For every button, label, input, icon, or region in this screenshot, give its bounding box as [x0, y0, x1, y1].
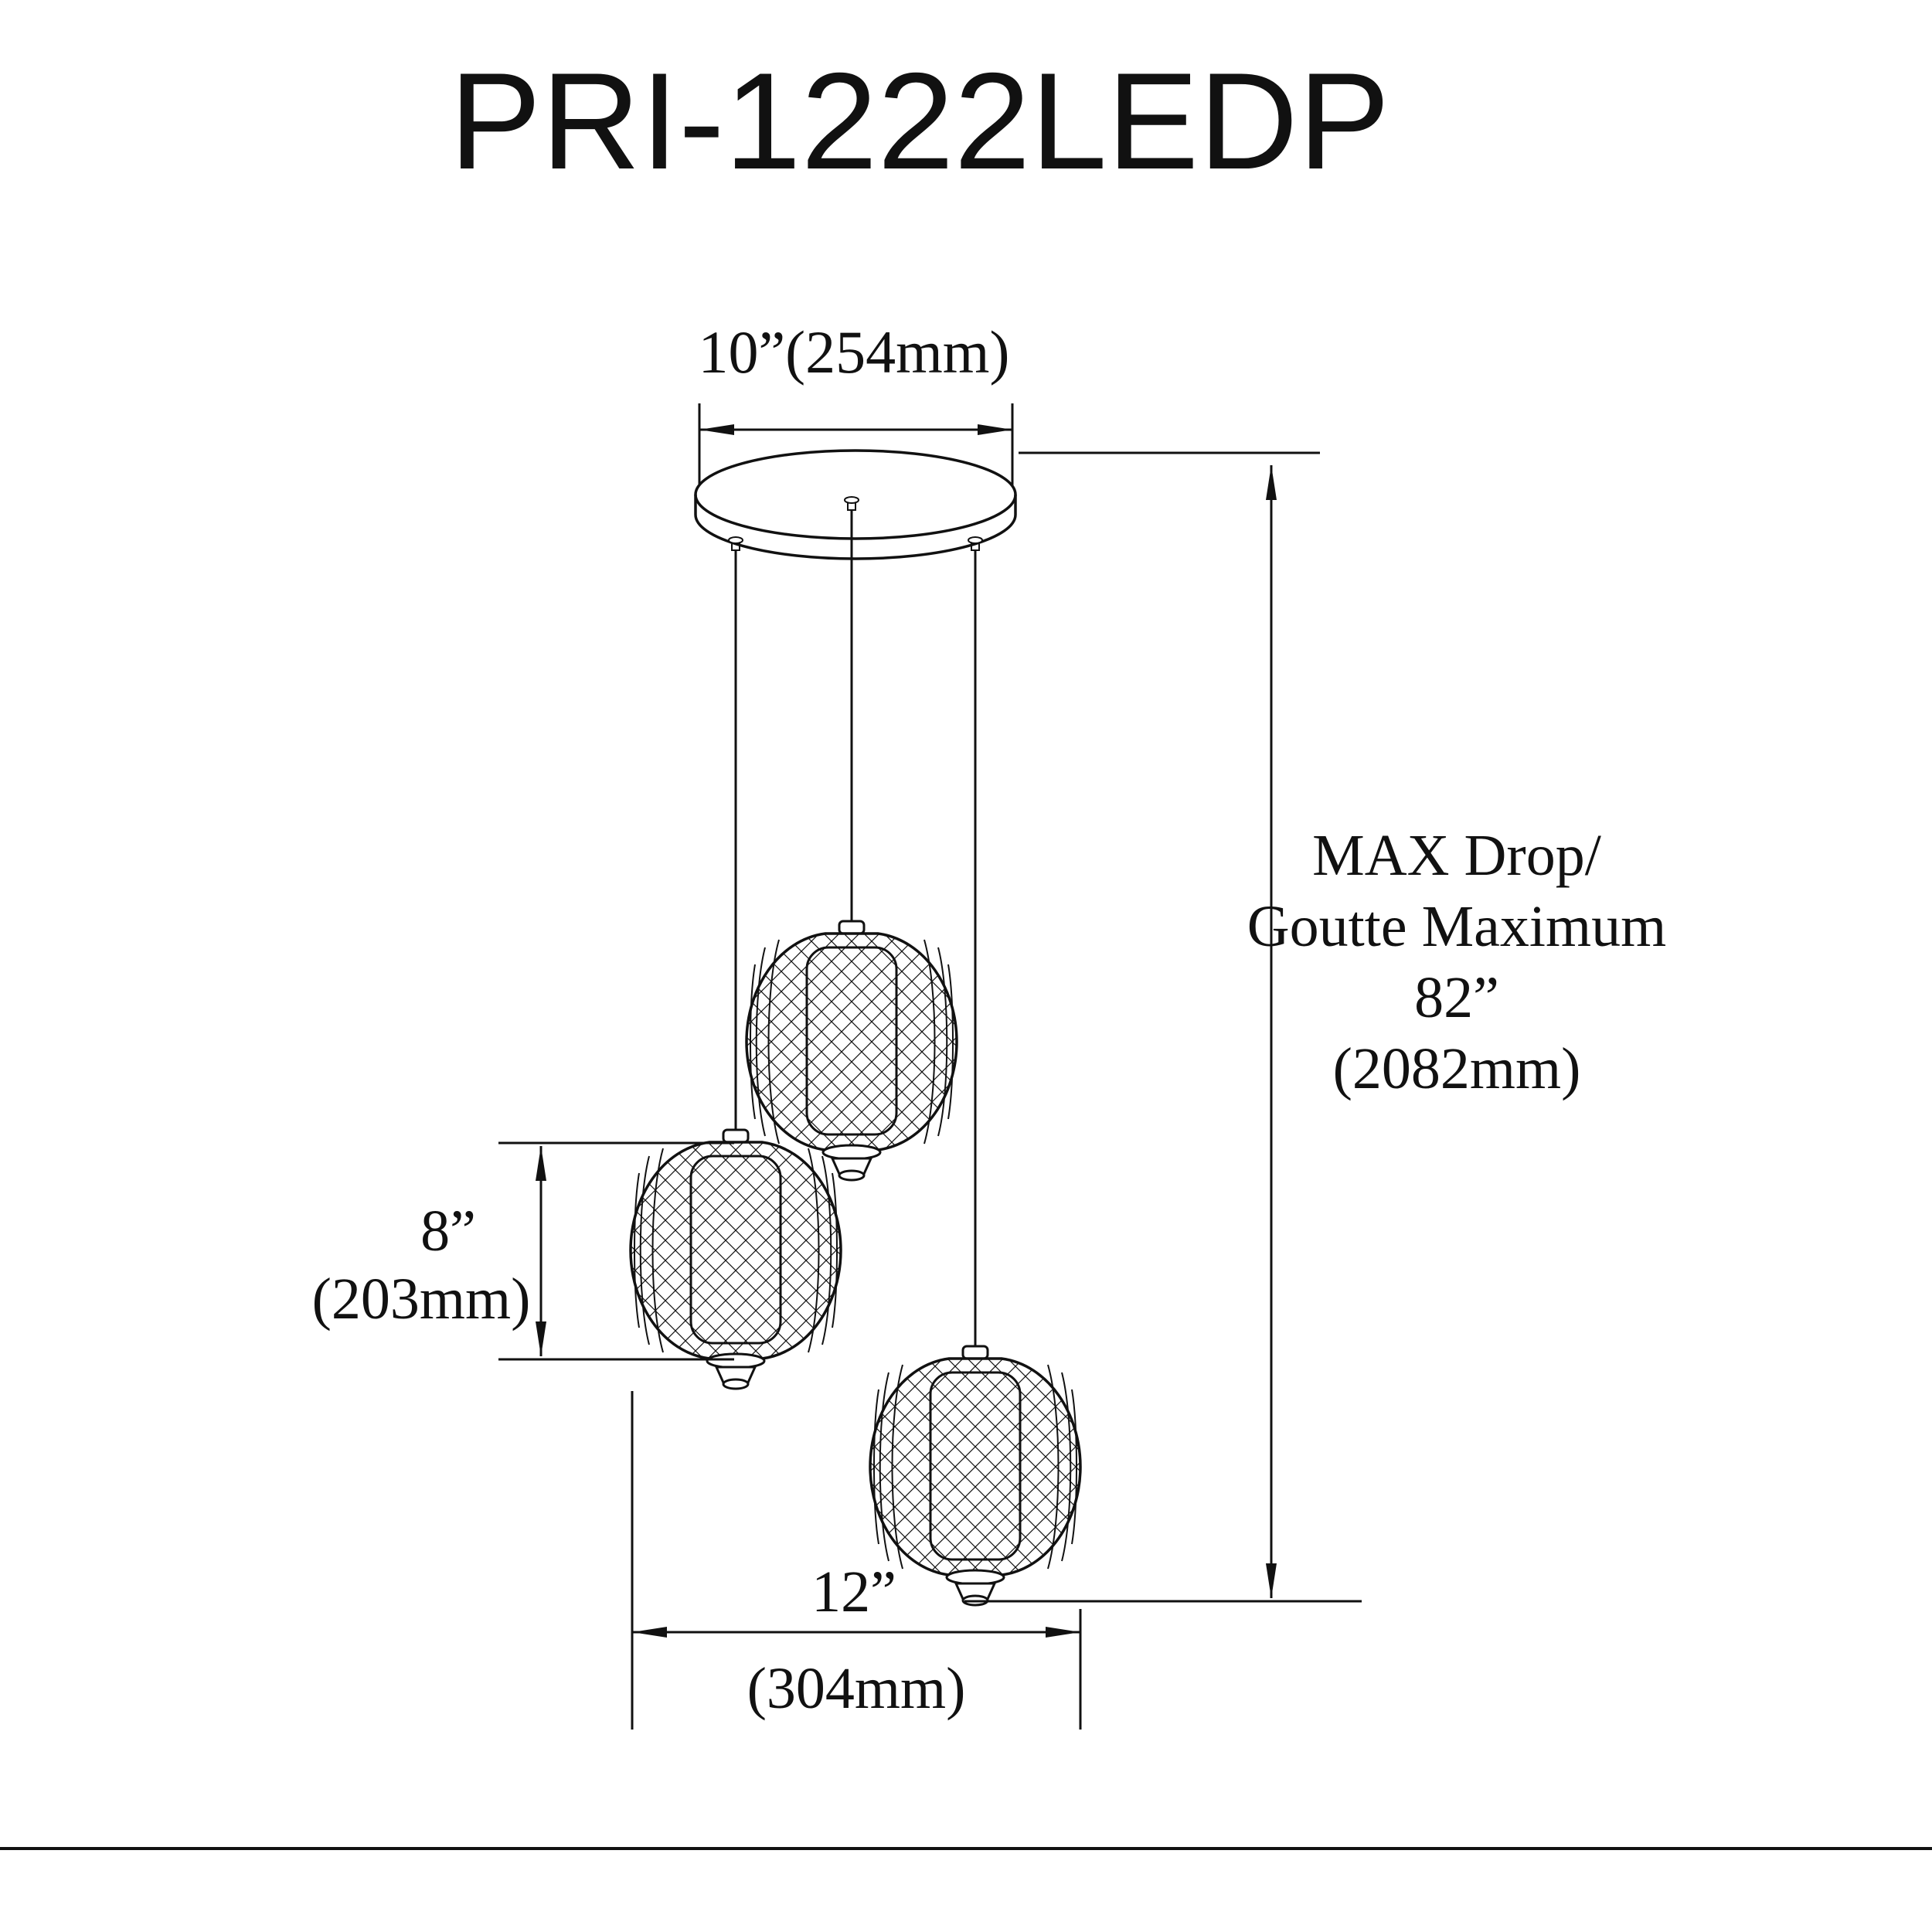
spread-inches: 12”	[811, 1560, 896, 1624]
spread-mm: (304mm)	[747, 1656, 966, 1721]
pendant-2	[629, 1128, 842, 1390]
spread-dimension: 12” (304mm)	[631, 1391, 1082, 1730]
canopy-front-band	[694, 495, 1017, 560]
max-drop-label-line4: (2082mm)	[1333, 1036, 1581, 1101]
product-title: PRI-1222LEDP	[450, 44, 1390, 198]
pendant-1	[745, 920, 958, 1182]
canopy-top-face	[694, 449, 1017, 540]
max-drop-label-line3: 82”	[1414, 965, 1499, 1030]
canopy-mount-left	[728, 536, 743, 551]
canopy-width-dimension: 10”(254mm)	[698, 318, 1014, 488]
canopy-width-label: 10”(254mm)	[699, 318, 1010, 386]
max-drop-label-line2: Goutte Maximum	[1247, 894, 1667, 959]
max-drop-label-line1: MAX Drop/	[1312, 823, 1602, 888]
pendant-3	[869, 1345, 1082, 1607]
pendant-height-dimension: 8” (203mm)	[312, 1141, 734, 1361]
pendant-height-mm: (203mm)	[312, 1267, 531, 1332]
max-drop-dimension: MAX Drop/ Goutte Maximum 82” (2082mm)	[964, 451, 1667, 1603]
canopy	[694, 449, 1017, 560]
pendant-height-inches: 8”	[420, 1199, 476, 1264]
